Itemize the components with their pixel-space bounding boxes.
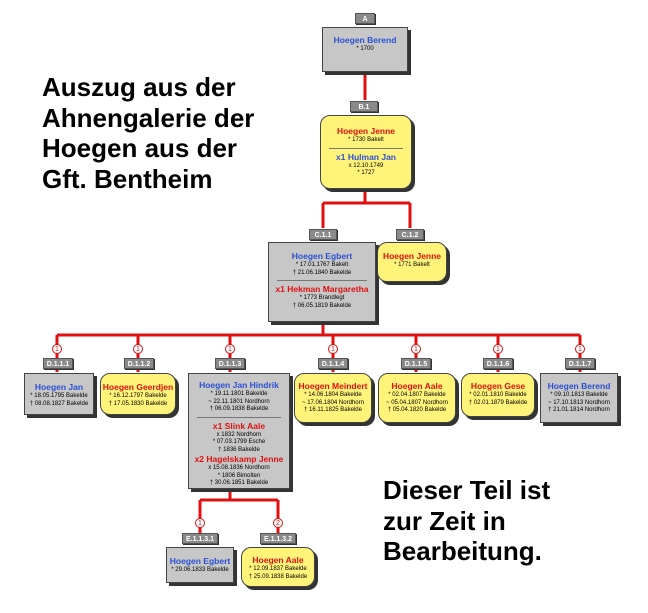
generation-tag: C.1.2 [396, 229, 424, 240]
spouse-detail: x 12.10.1749 [348, 162, 384, 169]
person-name: Hoegen Aale [391, 381, 443, 391]
person-box[interactable]: Hoegen Egbert * 17.01.1767 Bakelt † 21.0… [268, 242, 376, 322]
spouse-detail: † 06.05.1819 Bakelde [292, 302, 352, 309]
badge: 1 [133, 344, 143, 354]
spouse-name: x1 Hekman Margaretha [275, 284, 369, 294]
person-name: Hoegen Geerdjen [102, 382, 174, 392]
generation-tag: D.1.1.2 [124, 358, 154, 369]
spouse-detail: * 1806 Bimolten [217, 472, 261, 479]
spouse-detail: † 30.06.1851 Bakelde [209, 480, 269, 486]
person-name: Hoegen Jenne [382, 251, 442, 261]
spouse-name: x1 Hulman Jan [336, 151, 396, 162]
note-right: Dieser Teil ist zur Zeit in Bearbeitung. [383, 475, 551, 567]
person-detail: † 08.08.1827 Bakelde [29, 400, 89, 407]
spouse-name: x2 Hagelskamp Jenne [194, 454, 284, 464]
person-detail: † 16.11.1825 Bakelde [304, 407, 362, 413]
badge: 1 [328, 344, 338, 354]
badge: 1 [411, 344, 421, 354]
person-name: Hoegen Aale [252, 555, 304, 565]
divider [197, 416, 281, 418]
person-detail: * 12.09.1837 Bakelde [249, 566, 307, 572]
badge: 1 [52, 344, 62, 354]
spouse-name: x1 Slink Aale [212, 420, 266, 431]
person-name: Hoegen Gese [470, 381, 526, 391]
person-name: Hoegen Berend [333, 35, 397, 45]
person-detail: † 02.01.1879 Bakelde [468, 399, 528, 406]
generation-tag: A [355, 13, 375, 24]
person-detail: * 16.12.1797 Bakelde [109, 393, 167, 399]
person-detail: * 1771 Bakelt [394, 262, 430, 268]
person-box[interactable]: Hoegen Meindert * 14.06.1804 Bakelde ~ 1… [294, 373, 372, 423]
person-detail: * 19.11.1801 Bakelde [210, 391, 268, 397]
person-box[interactable]: Hoegen Egbert * 29.06.1833 Bakelde [166, 547, 234, 583]
badge: 1 [195, 518, 205, 528]
person-detail: † 21.06.1840 Bakelde [292, 269, 352, 276]
person-detail: † 21.01.1814 Nordhorn [548, 407, 610, 413]
badge: 1 [225, 344, 235, 354]
generation-tag: D.1.1.4 [318, 358, 348, 369]
person-name: Hoegen Jan Hindrik [199, 380, 279, 390]
person-box[interactable]: Hoegen Berend * 1700 [322, 27, 408, 72]
person-name: Hoegen Egbert [169, 556, 231, 566]
person-name: Hoegen Jenne [336, 126, 396, 136]
generation-tag: D.1.1.1 [43, 358, 73, 369]
person-detail: * 29.06.1833 Bakelde [171, 567, 229, 573]
spouse-detail: * 1773 Brandlegt [299, 295, 345, 301]
person-detail: * 1730 Bakelt [348, 137, 384, 143]
person-box[interactable]: Hoegen Gese * 02.01.1810 Bakelde † 02.01… [461, 373, 535, 417]
badge: 1 [493, 344, 503, 354]
badge: 1 [575, 344, 585, 354]
person-box[interactable]: Hoegen Geerdjen * 16.12.1797 Bakelde † 1… [100, 373, 176, 415]
person-detail: ~ 17.06.1804 Nordhorn [302, 399, 364, 406]
divider [329, 147, 403, 149]
spouse-detail: x 1832 Nordhorn [216, 431, 262, 438]
generation-tag: E.1.1.3.1 [182, 533, 218, 544]
generation-tag: B.1 [350, 101, 378, 112]
spouse-detail: x 15.08.1836 Nordhorn [208, 465, 270, 471]
person-detail: † 17.05.1830 Bakelde [108, 400, 168, 407]
spouse-detail: * 1727 [357, 170, 375, 176]
generation-tag: D.1.1.6 [483, 358, 513, 369]
spouse-detail: * 07.03.1799 Esche [212, 439, 266, 445]
badge: 2 [273, 518, 283, 528]
person-name: Hoegen Meindert [298, 381, 368, 391]
person-detail: * 02.04.1807 Bakelde [388, 392, 446, 398]
person-detail: * 14.06.1804 Bakelde [304, 392, 362, 398]
generation-tag: C.1.1 [309, 229, 337, 240]
generation-tag: D.1.1.5 [401, 358, 431, 369]
person-detail: * 1700 [356, 46, 374, 52]
divider [277, 280, 367, 281]
person-detail: * 18.05.1795 Bakelde [30, 393, 88, 399]
title-left: Auszug aus der Ahnengalerie der Hoegen a… [42, 72, 255, 195]
person-detail: ~ 05.04.1807 Nordhorn [386, 399, 448, 406]
generation-tag: D.1.1.3 [215, 358, 245, 369]
person-name: Hoegen Berend [547, 381, 611, 391]
person-detail: ~ 22.11.1801 Nordhorn [208, 398, 270, 405]
person-detail: * 02.01.1810 Bakelde [469, 392, 527, 398]
person-detail: * 09.10.1813 Bakelde [550, 392, 608, 398]
person-detail: * 17.01.1767 Bakelt [295, 262, 349, 268]
person-name: Hoegen Jan [34, 382, 84, 392]
person-detail: † 25.09.1838 Bakelde [248, 573, 308, 580]
person-box[interactable]: Hoegen Jan Hindrik * 19.11.1801 Bakelde … [188, 373, 290, 489]
person-box[interactable]: Hoegen Aale * 12.09.1837 Bakelde † 25.09… [241, 547, 315, 587]
person-detail: ~ 17.10.1813 Nordhorn [548, 399, 610, 406]
person-detail: † 06.09.1838 Bakelde [209, 406, 269, 412]
person-box[interactable]: Hoegen Aale * 02.04.1807 Bakelde ~ 05.04… [378, 373, 456, 423]
generation-tag: E.1.1.3.2 [260, 533, 296, 544]
person-box[interactable]: Hoegen Berend * 09.10.1813 Bakelde ~ 17.… [540, 373, 618, 423]
person-box[interactable]: Hoegen Jenne * 1771 Bakelt [377, 242, 447, 282]
spouse-detail: † 1836 Bakelde [218, 446, 260, 453]
person-detail: † 05.04.1820 Bakelde [387, 407, 447, 413]
person-name: Hoegen Egbert [291, 251, 353, 261]
person-box[interactable]: Hoegen Jan * 18.05.1795 Bakelde † 08.08.… [24, 373, 94, 415]
generation-tag: D.1.1.7 [565, 358, 595, 369]
person-box[interactable]: Hoegen Jenne * 1730 Bakelt x1 Hulman Jan… [320, 115, 412, 189]
